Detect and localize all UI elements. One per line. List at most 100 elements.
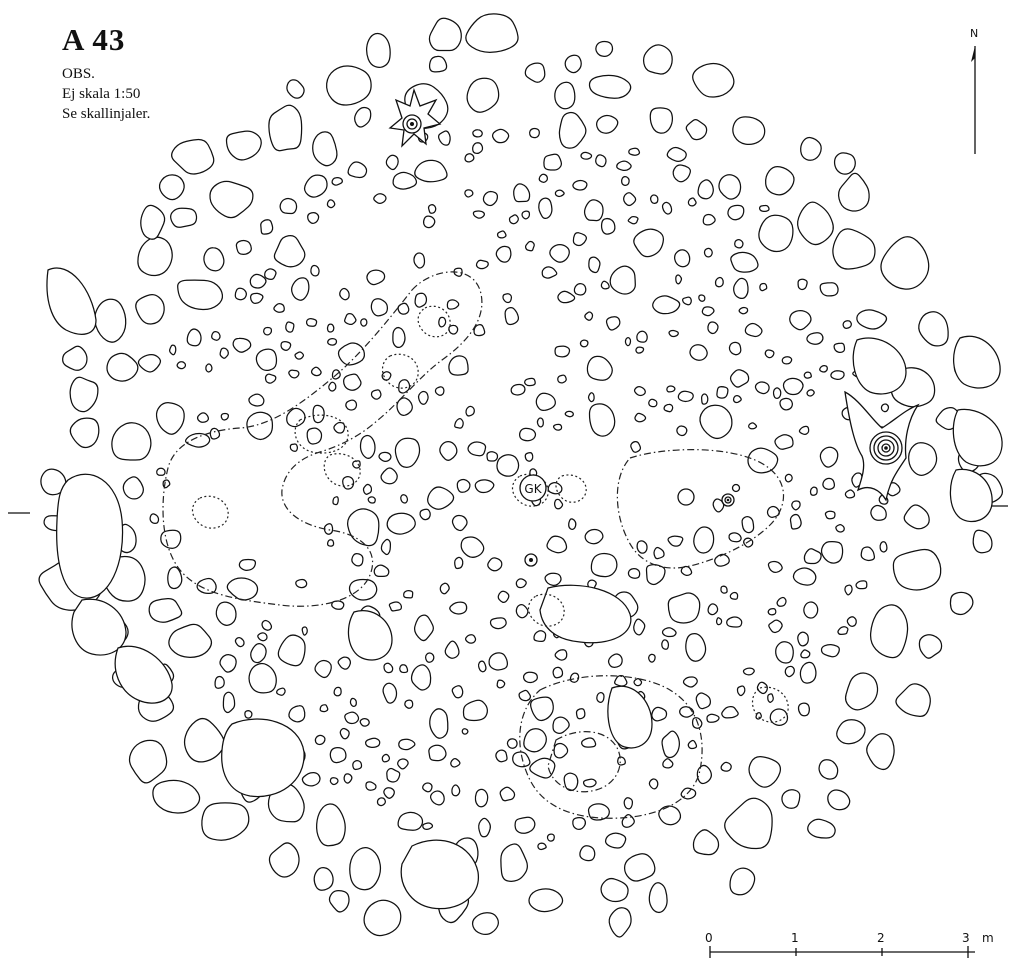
stone (385, 154, 399, 171)
stone (383, 662, 394, 674)
scale-tick-2: 2 (877, 931, 885, 945)
stone (687, 739, 698, 750)
stone (712, 498, 725, 513)
feature-label-gk: GK (524, 482, 542, 496)
stone (616, 160, 632, 171)
stone (627, 567, 641, 579)
stone (495, 245, 512, 263)
stone (238, 558, 257, 571)
stone (462, 699, 489, 722)
stone (600, 280, 610, 290)
stone (504, 306, 520, 326)
stone (472, 142, 484, 155)
stone (680, 565, 693, 577)
stone (472, 129, 483, 138)
stone (524, 451, 534, 462)
stone (506, 738, 518, 749)
north-label: N (970, 27, 978, 40)
stone (515, 604, 529, 619)
stone (289, 443, 299, 452)
stone (414, 292, 428, 308)
stone (434, 386, 445, 396)
stone (645, 564, 666, 586)
stone (40, 468, 67, 496)
stone (397, 811, 424, 831)
stone (474, 479, 495, 494)
stone (323, 523, 334, 535)
stone (196, 577, 217, 595)
stone (621, 814, 635, 828)
stone (160, 529, 182, 549)
stone (502, 293, 513, 304)
stone (314, 659, 332, 679)
stone (972, 529, 993, 554)
stone (803, 548, 822, 565)
stone (69, 376, 99, 413)
stone (521, 210, 531, 220)
stone (306, 427, 323, 445)
stone (733, 277, 749, 300)
stone (514, 816, 536, 834)
stone (628, 147, 641, 156)
stone (148, 597, 183, 623)
stone (273, 302, 285, 313)
stone (519, 427, 537, 442)
stone (398, 379, 411, 394)
stone (515, 578, 527, 589)
stone (680, 787, 697, 800)
stone (343, 373, 362, 391)
stone (714, 276, 724, 288)
stone (329, 746, 347, 764)
stone (137, 354, 162, 373)
stone (755, 712, 762, 720)
stone (398, 738, 416, 751)
stone (724, 797, 773, 850)
stone (489, 617, 507, 630)
stone (784, 665, 795, 678)
stone (702, 213, 716, 226)
stone (325, 65, 372, 106)
stone (756, 681, 768, 695)
stone (219, 347, 229, 359)
stone (582, 778, 597, 788)
stone (557, 290, 576, 304)
stone (327, 337, 338, 346)
stone (636, 540, 648, 554)
stone (263, 326, 273, 336)
stone (685, 633, 707, 662)
stone (820, 540, 844, 564)
stone (568, 518, 577, 531)
stone (248, 662, 277, 694)
stone (908, 442, 938, 476)
stone (736, 685, 746, 697)
stone (268, 104, 303, 152)
stone (789, 310, 812, 331)
stone (799, 661, 817, 684)
stone (662, 758, 674, 769)
stone (461, 728, 469, 735)
stone (360, 318, 368, 327)
stone (310, 366, 322, 377)
stone (474, 788, 489, 808)
stone (538, 173, 548, 183)
stone (695, 692, 712, 710)
stone (635, 346, 645, 354)
stone (553, 498, 564, 510)
stone (759, 282, 768, 292)
stone (721, 705, 739, 719)
stone (158, 174, 185, 201)
stone (803, 371, 812, 379)
stone (856, 309, 888, 330)
stone (734, 239, 744, 249)
stone (949, 591, 974, 616)
stone (595, 154, 607, 168)
stone (177, 279, 224, 311)
stone (706, 713, 720, 723)
stone (781, 356, 793, 365)
stone (312, 404, 325, 424)
stone (573, 283, 587, 296)
stone (260, 219, 274, 235)
stone (332, 496, 339, 506)
stone (775, 641, 794, 664)
stone (326, 539, 335, 547)
